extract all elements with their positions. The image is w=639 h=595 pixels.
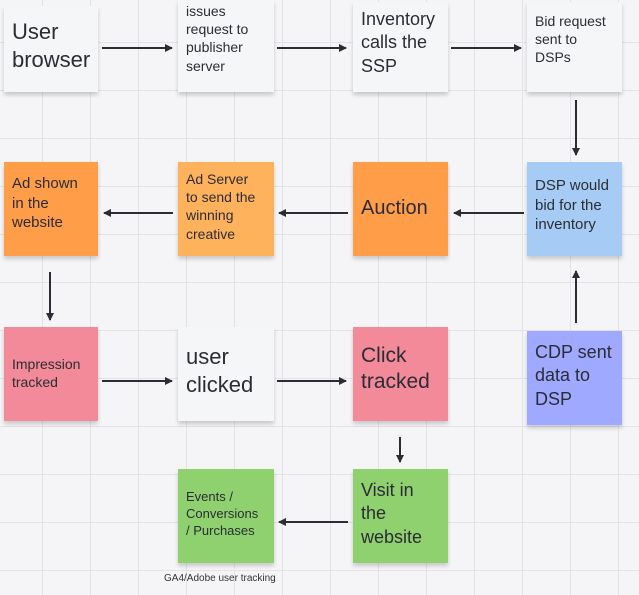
cdp-sent-note[interactable]: CDP sent data to DSP [527,331,622,425]
ad-server-note[interactable]: Ad Server to send the winning creative [178,162,274,256]
ad-server-text: Ad Server to send the winning creative [186,171,256,242]
user-clicked-note[interactable]: user clicked [178,327,274,421]
issues-request-note[interactable]: issues request to publisher server [178,0,274,92]
visit-website-note[interactable]: Visit in the website [353,469,448,563]
inventory-ssp-note[interactable]: Inventory calls the SSP [353,2,448,92]
ad-shown-note[interactable]: Ad shown in the website [4,162,98,256]
events-note[interactable]: Events / Conversions / Purchases [178,469,274,563]
impression-note[interactable]: Impression tracked [4,327,98,421]
issues-request-text: issues request to publisher server [186,3,249,74]
auction-note[interactable]: Auction [353,162,448,256]
impression-text: Impression tracked [12,356,81,391]
click-tracked-note[interactable]: Click tracked [353,327,448,421]
cdp-sent-text: CDP sent data to DSP [535,342,612,409]
user-browser-text: User browser [12,19,91,72]
user-clicked-text: user clicked [186,344,254,397]
tracking-caption: GA4/Adobe user tracking [164,573,276,584]
ad-shown-text: Ad shown in the website [12,175,78,231]
dsp-bid-text: DSP would bid for the inventory [535,177,609,233]
events-text: Events / Conversions / Purchases [186,489,259,538]
visit-website-text: Visit in the website [361,480,423,547]
bid-request-note[interactable]: Bid request sent to DSPs [527,2,622,92]
inventory-ssp-text: Inventory calls the SSP [361,9,436,76]
auction-text: Auction [361,197,428,219]
dsp-bid-note[interactable]: DSP would bid for the inventory [527,162,622,256]
bid-request-text: Bid request sent to DSPs [535,13,606,66]
click-tracked-text: Click tracked [361,344,430,394]
user-browser-note[interactable]: User browser [4,6,98,92]
